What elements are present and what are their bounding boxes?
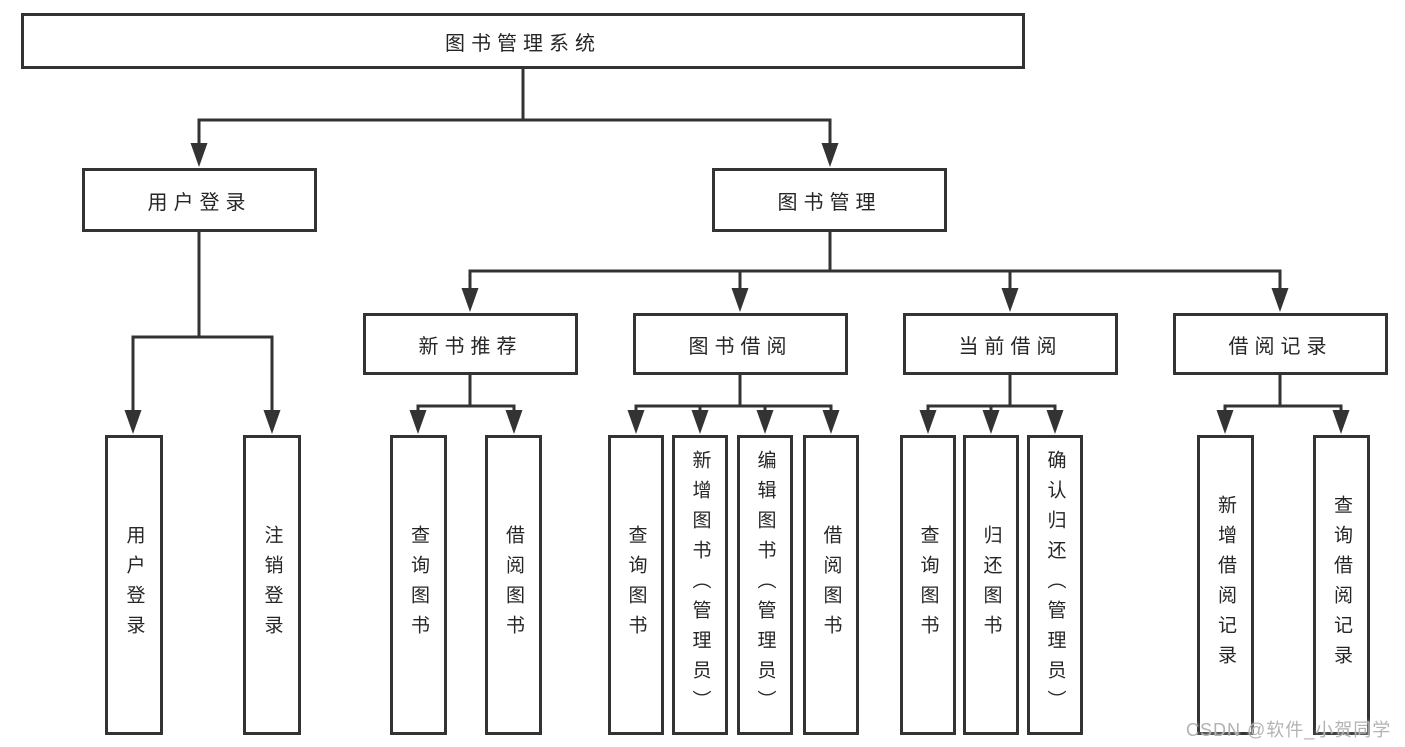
node-label: 图书管理 [777,191,882,214]
arrow-down-icon [919,410,937,434]
node-label: 用户登录 [123,525,145,645]
node-label: 图书借阅 [688,335,793,358]
arrow-down-icon [627,410,645,434]
arrow-down-icon [822,410,840,434]
node-label: 借阅图书 [820,525,842,645]
arrow-down-icon [263,410,281,434]
arrow-down-icon [409,410,427,434]
node-label: 当前借阅 [958,335,1063,358]
connector-user-login [124,232,281,434]
node-borrow-records: 借阅记录 [1173,313,1388,375]
leaf-logout: 注销登录 [243,435,301,735]
node-label: 用户登录 [147,191,252,214]
node-label: 确认归还（管理员） [1044,450,1066,720]
csdn-watermark: CSDN @软件_小贺同学 [1186,720,1392,740]
node-label: 注销登录 [261,525,283,645]
connector-borrow-records [1216,375,1350,434]
node-label: 查询图书 [625,525,647,645]
arrow-down-icon [821,143,839,167]
leaf-user-login: 用户登录 [105,435,163,735]
node-label: 查询图书 [917,525,939,645]
node-label: 借阅记录 [1228,335,1333,358]
node-label: 图书管理系统 [445,32,601,55]
node-label: 编辑图书（管理员） [754,450,776,720]
node-current-borrow: 当前借阅 [903,313,1118,375]
arrow-down-icon [1332,410,1350,434]
node-label: 查询图书 [408,525,429,645]
arrow-down-icon [190,143,208,167]
arrow-down-icon [1216,410,1234,434]
connector-new-book [409,375,523,434]
leaf-query-books-recommend: 查询图书 [390,435,447,735]
node-label: 新增借阅记录 [1215,495,1236,675]
node-book-management: 图书管理 [712,168,947,232]
node-label: 查询借阅记录 [1331,495,1352,675]
arrow-down-icon [731,288,749,312]
node-book-borrow: 图书借阅 [633,313,848,375]
node-user-login: 用户登录 [82,168,317,232]
leaf-query-books-borrow: 查询图书 [608,435,664,735]
arrow-down-icon [1271,288,1289,312]
leaf-query-books-current: 查询图书 [900,435,956,735]
node-new-book-recommend: 新书推荐 [363,313,578,375]
leaf-return-books: 归还图书 [963,435,1019,735]
leaf-add-borrow-record: 新增借阅记录 [1197,435,1254,735]
connector-book-management [461,232,1289,312]
leaf-confirm-return-admin: 确认归还（管理员） [1027,435,1083,735]
node-library-system-root: 图书管理系统 [21,13,1025,69]
arrow-down-icon [461,288,479,312]
connector-current-borrow [919,375,1064,434]
connector-book-borrow [627,375,840,434]
node-label: 借阅图书 [503,525,524,645]
leaf-query-borrow-record: 查询借阅记录 [1313,435,1370,735]
arrow-down-icon [505,410,523,434]
leaf-edit-books-admin: 编辑图书（管理员） [737,435,793,735]
arrow-down-icon [982,410,1000,434]
leaf-borrow-books: 借阅图书 [803,435,859,735]
arrow-down-icon [1001,288,1019,312]
arrow-down-icon [124,410,142,434]
node-label: 新增图书（管理员） [689,450,711,720]
arrow-down-icon [1046,410,1064,434]
connector-root [190,69,839,167]
node-label: 新书推荐 [418,335,523,358]
arrow-down-icon [756,410,774,434]
node-label: 归还图书 [980,525,1002,645]
arrow-down-icon [691,410,709,434]
leaf-add-books-admin: 新增图书（管理员） [672,435,728,735]
leaf-borrow-books-recommend: 借阅图书 [485,435,542,735]
